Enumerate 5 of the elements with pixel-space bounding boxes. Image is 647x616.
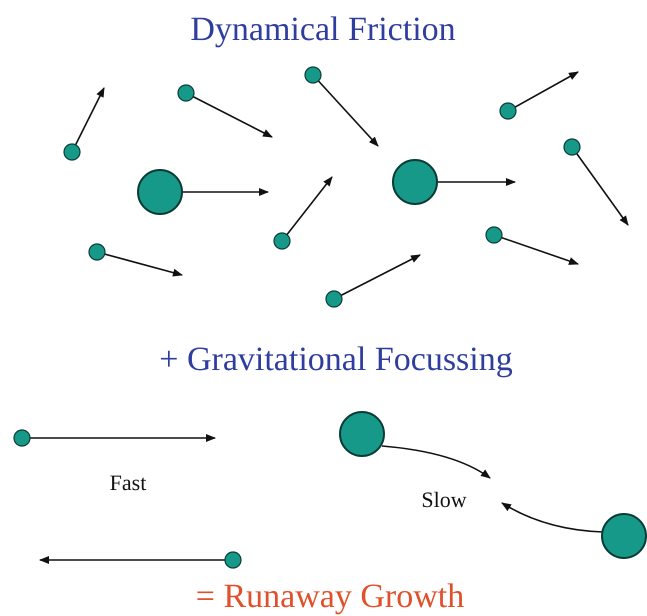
heading-text: = Runaway Growth <box>196 580 464 614</box>
heading-text: + Gravitational Focussing <box>159 343 513 377</box>
speed-label: Slow <box>421 489 467 511</box>
title-text: Dynamical Friction <box>190 13 456 47</box>
speed-label: Fast <box>110 472 146 494</box>
